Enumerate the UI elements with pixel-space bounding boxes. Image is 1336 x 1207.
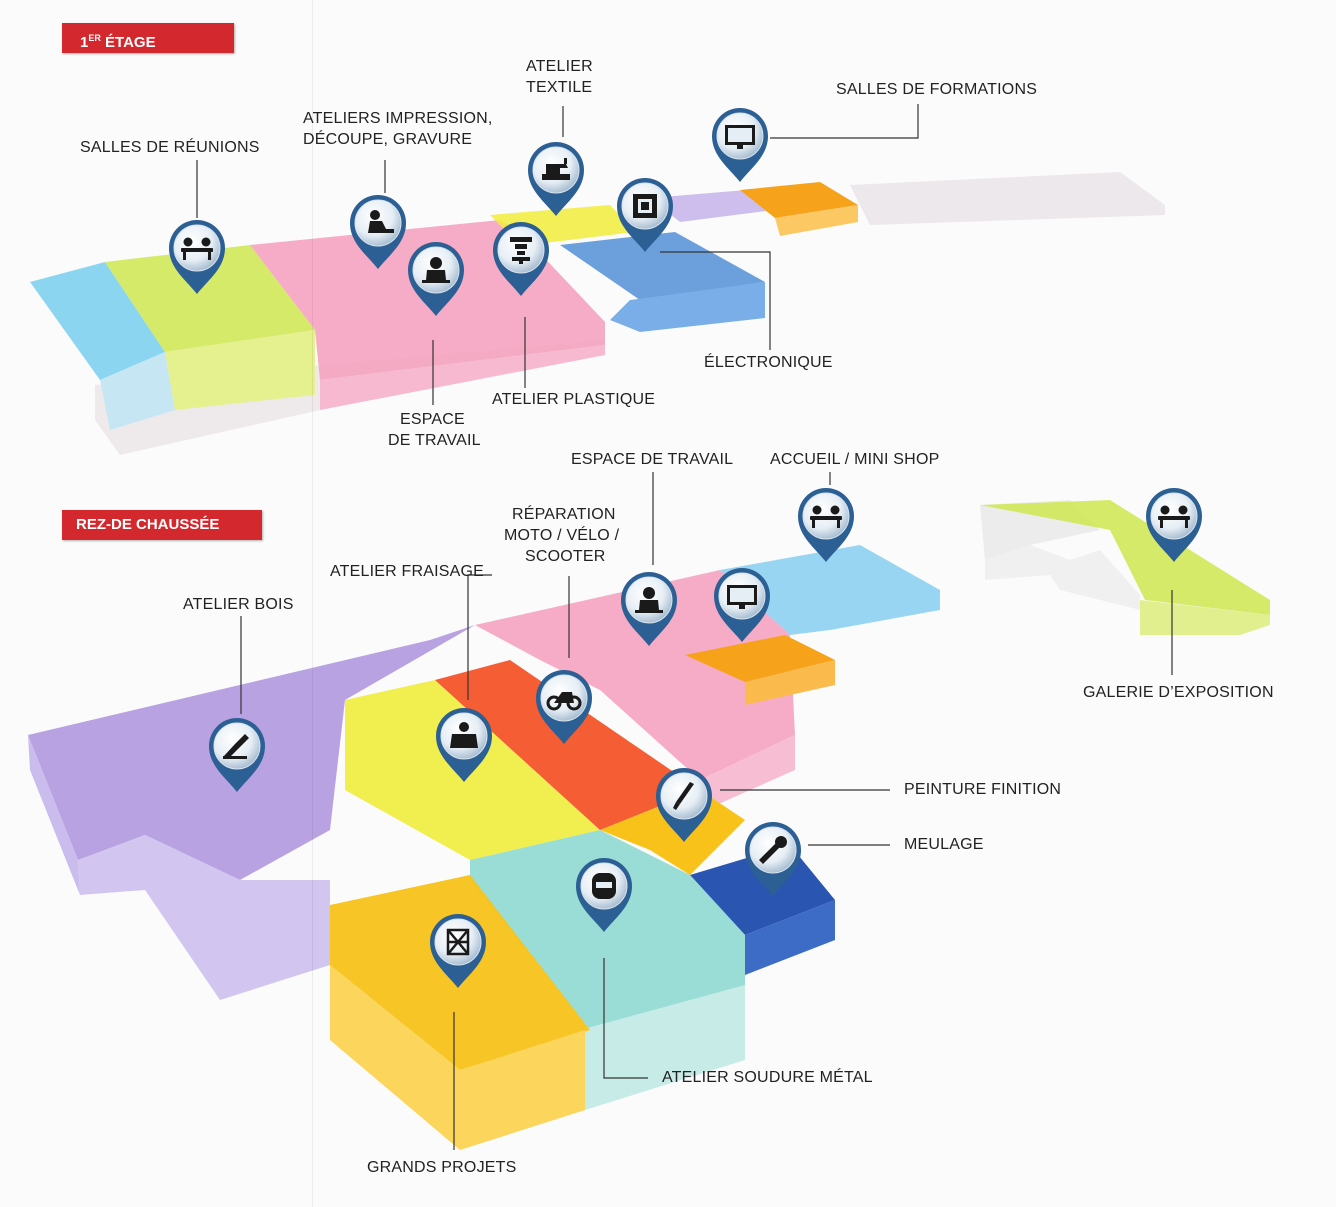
zone-bois-side <box>28 735 80 895</box>
zone-meulage-navy <box>690 845 835 935</box>
label-reparation-line1: RÉPARATION <box>512 506 616 523</box>
zone-salles-reunions-cyan <box>30 262 165 380</box>
label-atelier-textile-line2: TEXTILE <box>526 79 593 96</box>
pin-atelier-textile[interactable] <box>527 141 585 217</box>
paint-brush-icon <box>673 782 694 810</box>
label-ateliers-impression-line1: ATELIERS IMPRESSION, <box>303 110 493 127</box>
label-salles-reunions: SALLES DE RÉUNIONS <box>80 139 260 156</box>
zone-meulage-navy-side <box>745 900 835 975</box>
leader-lines <box>196 104 1173 1150</box>
zone-cyan-side <box>100 352 175 430</box>
ground-floor-plan <box>28 500 1270 1150</box>
label-soudure: ATELIER SOUDURE MÉTAL <box>662 1069 873 1086</box>
person-desk-icon <box>422 257 450 283</box>
pin-salles-reunions[interactable] <box>168 219 226 295</box>
pin-espace-travail-rdc[interactable] <box>620 571 678 647</box>
first-floor-title-main: ÉTAGE <box>105 34 156 51</box>
zone-electronique-blue <box>560 232 765 300</box>
3d-printer-icon <box>510 237 532 264</box>
label-meulage: MEULAGE <box>904 836 984 853</box>
monitor-icon <box>727 585 757 609</box>
pin-galerie[interactable] <box>1145 487 1203 563</box>
first-floor-title-num: 1 <box>80 34 89 51</box>
label-galerie: GALERIE D’EXPOSITION <box>1083 684 1274 701</box>
zone-formations-orange-side <box>775 205 858 236</box>
microchip-icon <box>633 194 657 218</box>
label-espace-travail-1er-line2: DE TRAVAIL <box>388 432 481 449</box>
person-workbench-icon <box>368 210 394 233</box>
zone-galerie-lime <box>980 500 1270 615</box>
wood-plane-icon <box>223 734 249 759</box>
people-meeting-icon <box>810 505 842 528</box>
label-atelier-plastique: ATELIER PLASTIQUE <box>492 391 656 408</box>
sewing-machine-icon <box>542 158 570 180</box>
pin-atelier-plastique[interactable] <box>492 221 550 297</box>
pin-meulage[interactable] <box>744 821 802 897</box>
label-atelier-textile-line1: ATELIER <box>526 58 593 75</box>
milling-machine-icon <box>450 722 478 748</box>
label-reparation-line3: SCOOTER <box>525 548 606 565</box>
pin-soudure[interactable] <box>575 857 633 933</box>
zone-galerie-white-side <box>985 545 1140 610</box>
label-peinture: PEINTURE FINITION <box>904 781 1062 798</box>
label-espace-travail-1er-line1: ESPACE <box>400 411 465 428</box>
zone-grands-projets-front <box>330 965 585 1150</box>
pin-electronique[interactable] <box>616 177 674 253</box>
first-floor-plan <box>30 172 1165 455</box>
pin-espace-travail-1er[interactable] <box>407 241 465 317</box>
label-atelier-bois: ATELIER BOIS <box>183 596 294 613</box>
page-fold <box>312 0 313 1207</box>
zone-salles-reunions-lime <box>105 245 315 352</box>
label-espace-travail-rdc: ESPACE DE TRAVAIL <box>571 451 734 468</box>
zone-unassigned-wing <box>850 172 1165 225</box>
monitor-icon <box>725 125 755 149</box>
zone-pink-side-rdc <box>700 735 795 810</box>
grinder-icon <box>759 836 787 864</box>
pin-atelier-bois[interactable] <box>208 717 266 793</box>
first-floor-title: 1ER ÉTAGE <box>62 23 234 53</box>
label-accueil: ACCUEIL / MINI SHOP <box>770 451 940 468</box>
label-reparation-line2: MOTO / VÉLO / <box>504 527 620 544</box>
pin-peinture[interactable] <box>655 767 713 843</box>
zone-bois-front <box>78 835 330 1000</box>
zone-orange-salle-side <box>745 660 835 705</box>
pin-salle-monitor-rdc[interactable] <box>713 567 771 643</box>
welding-mask-icon <box>592 873 616 899</box>
motorcycle-icon <box>546 692 582 711</box>
zone-soudure-front <box>580 985 745 1110</box>
pin-reparation[interactable] <box>535 669 593 745</box>
label-atelier-fraisage: ATELIER FRAISAGE <box>330 563 485 580</box>
zone-lime-side <box>165 330 315 410</box>
pin-ateliers-impression[interactable] <box>349 194 407 270</box>
pin-accueil[interactable] <box>797 487 855 563</box>
pin-salles-formations[interactable] <box>711 107 769 183</box>
people-meeting-icon <box>1158 505 1190 528</box>
person-desk-icon <box>635 587 663 613</box>
label-electronique: ÉLECTRONIQUE <box>704 354 833 371</box>
scaffold-icon <box>446 928 470 956</box>
zone-accueil-cyan <box>720 545 940 635</box>
zone-peinture-gold <box>600 790 745 875</box>
people-meeting-icon <box>181 237 213 260</box>
pins <box>168 107 1203 989</box>
pin-grands-projets[interactable] <box>429 913 487 989</box>
zone-espace-travail-pink <box>475 570 795 780</box>
zone-formations-orange <box>740 182 858 218</box>
label-salles-formations: SALLES DE FORMATIONS <box>836 81 1038 98</box>
zone-orange-salle <box>685 635 835 682</box>
pin-atelier-fraisage[interactable] <box>435 707 493 783</box>
zone-electronique-blue-side <box>610 282 765 332</box>
zone-pink-side <box>320 345 605 410</box>
zone-reparation-redorange <box>435 660 700 830</box>
zone-soudure-teal <box>470 830 745 1030</box>
first-floor-title-sup: ER <box>88 33 101 43</box>
label-ateliers-impression-line2: DÉCOUPE, GRAVURE <box>303 131 473 148</box>
label-grands-projets: GRANDS PROJETS <box>367 1159 517 1176</box>
ground-floor-title: REZ-DE CHAUSSÉE <box>62 510 262 540</box>
